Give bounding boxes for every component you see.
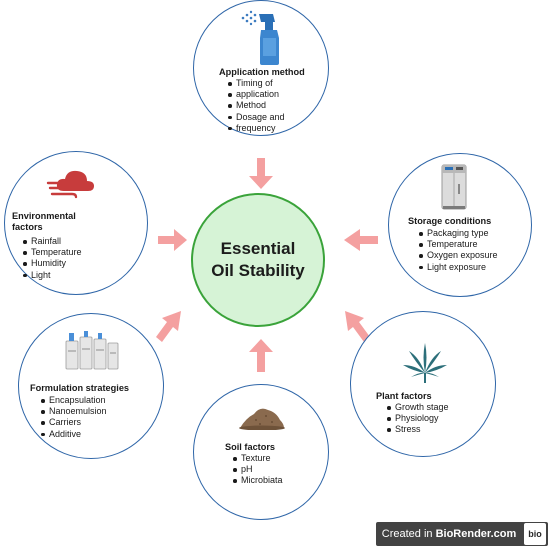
arrow-from-storage bbox=[344, 229, 378, 251]
node-plant-factors bbox=[350, 311, 496, 457]
central-node: Essential Oil Stability bbox=[191, 193, 325, 327]
storage-conditions-list: Packaging type Temperature Oxygen exposu… bbox=[418, 228, 498, 273]
soil-factors-title: Soil factors bbox=[225, 442, 276, 452]
list-item: Growth stage bbox=[386, 402, 449, 413]
list-item: Rainfall bbox=[22, 236, 82, 247]
application-method-list: Timing of application Method Dosage and … bbox=[227, 78, 285, 134]
list-item: Microbiata bbox=[232, 475, 283, 486]
plant-factors-title: Plant factors bbox=[376, 391, 432, 401]
list-item: application bbox=[227, 89, 285, 100]
formulation-strategies-title: Formulation strategies bbox=[30, 383, 130, 393]
list-item: Additive bbox=[40, 429, 107, 440]
list-item: Light exposure bbox=[418, 262, 498, 273]
lab-equipment-icon bbox=[65, 331, 119, 370]
list-item: Stress bbox=[386, 424, 449, 435]
leaf-icon bbox=[403, 343, 447, 383]
arrow-from-application bbox=[249, 158, 273, 189]
environmental-factors-title: Environmental factors bbox=[12, 211, 76, 232]
central-title-line-1: Essential bbox=[220, 239, 296, 258]
list-item: Humidity bbox=[22, 258, 82, 269]
arrow-from-environmental bbox=[158, 229, 187, 251]
formulation-strategies-list: Encapsulation Nanoemulsion Carriers Addi… bbox=[40, 395, 107, 440]
arrow-from-soil bbox=[249, 339, 273, 372]
list-item: Light bbox=[22, 270, 82, 281]
list-item: Oxygen exposure bbox=[418, 250, 498, 261]
node-application-method bbox=[193, 0, 329, 136]
badge-prefix: Created in bbox=[381, 528, 436, 540]
list-item: Method bbox=[227, 100, 285, 111]
list-item: Nanoemulsion bbox=[40, 406, 107, 417]
biorender-logo[interactable]: bio bbox=[524, 523, 546, 545]
list-item: pH bbox=[232, 464, 283, 475]
central-title-line-2: Oil Stability bbox=[211, 261, 305, 280]
freezer-icon bbox=[441, 164, 467, 210]
storage-conditions-title: Storage conditions bbox=[408, 216, 492, 226]
list-item: Packaging type bbox=[418, 228, 498, 239]
list-item: Dosage and bbox=[227, 112, 285, 123]
soil-factors-list: Texture pH Microbiata bbox=[232, 453, 283, 487]
list-item: Temperature bbox=[418, 239, 498, 250]
arrow-from-formulation bbox=[156, 311, 181, 342]
cloud-wind-icon bbox=[46, 170, 94, 199]
list-item: frequency bbox=[227, 123, 285, 134]
list-item: Timing of bbox=[227, 78, 285, 89]
node-soil-factors bbox=[193, 384, 329, 520]
plant-factors-list: Growth stage Physiology Stress bbox=[386, 402, 449, 436]
list-item: Encapsulation bbox=[40, 395, 107, 406]
soil-pile-icon bbox=[239, 408, 285, 430]
list-item: Physiology bbox=[386, 413, 449, 424]
badge-brand: BioRender.com bbox=[435, 528, 517, 540]
environmental-factors-list: Rainfall Temperature Humidity Light bbox=[22, 236, 82, 281]
spray-bottle-icon bbox=[241, 10, 279, 65]
list-item: Texture bbox=[232, 453, 283, 464]
list-item: Carriers bbox=[40, 417, 107, 428]
list-item: Temperature bbox=[22, 247, 82, 258]
application-method-title: Application method bbox=[219, 67, 305, 77]
biorender-badge[interactable]: Created in BioRender.com bbox=[376, 522, 548, 546]
